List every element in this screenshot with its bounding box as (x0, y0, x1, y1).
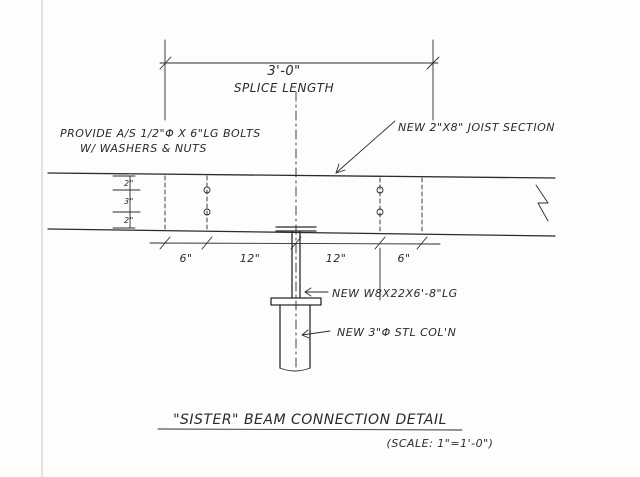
column-break (279, 367, 311, 372)
column-leader (301, 330, 331, 336)
title-block: "SISTER" BEAM CONNECTION DETAIL (SCALE: … (157, 412, 494, 450)
steel-column (270, 297, 322, 372)
bolt-right-top (376, 186, 384, 194)
horizontal-dim-2: 12" (240, 252, 261, 265)
beam-note: NEW W8X22X6'-8"LG (304, 287, 458, 300)
joist-leader-arrow (335, 163, 346, 174)
vertical-dim-2: 3" (124, 197, 134, 206)
bolts-note-line-2: W/ WASHERS & NUTS (80, 142, 207, 155)
bolt-right-bottom (376, 208, 384, 216)
scale-note: (SCALE: 1"=1'-0") (387, 437, 494, 450)
joist-note-text: NEW 2"X8" JOIST SECTION (398, 121, 555, 134)
h-tick-4 (374, 236, 386, 250)
cap-plate (270, 297, 322, 306)
steel-beam (275, 226, 317, 299)
h-tick-1 (159, 236, 171, 250)
splice-length-label: SPLICE LENGTH (234, 81, 334, 95)
bolt-left-bottom (203, 208, 211, 216)
joist-section (47, 172, 556, 237)
beam-leader-arrow (304, 287, 312, 297)
detail-title: "SISTER" BEAM CONNECTION DETAIL (173, 412, 447, 428)
splice-tick-left (159, 56, 172, 70)
splice-tick-right (426, 56, 440, 70)
joist-break-mark (535, 184, 549, 222)
column-note: NEW 3"Φ STL COL'N (301, 326, 456, 339)
vertical-dim-3: 2" (124, 216, 134, 225)
h-tick-5 (416, 236, 428, 250)
bolt-left-top (203, 186, 211, 194)
joist-leader (335, 120, 396, 174)
h-tick-2 (201, 236, 213, 250)
joist-top-edge (47, 172, 556, 179)
horizontal-dimension-chain: 6" 12" 12" 6" (149, 236, 441, 301)
horizontal-dim-1: 6" (179, 252, 192, 265)
bolt-group-right (376, 177, 423, 233)
column-leader-arrow (301, 329, 310, 339)
bolt-group-left (164, 175, 211, 231)
vertical-dim-1: 2" (124, 179, 134, 188)
title-underline (157, 428, 463, 431)
vertical-dimension-chain: 2" 3" 2" (112, 175, 141, 229)
splice-dimension-value: 3'-0" (267, 64, 300, 79)
splice-dimension: 3'-0" SPLICE LENGTH (159, 39, 440, 121)
horizontal-dim-4: 6" (397, 252, 410, 265)
horizontal-dim-3: 12" (326, 252, 347, 265)
bolts-note: PROVIDE A/S 1/2"Φ X 6"LG BOLTS W/ WASHER… (60, 127, 261, 155)
joist-note: NEW 2"X8" JOIST SECTION (335, 120, 555, 174)
h-tick-3 (290, 236, 302, 250)
bolts-note-line-1: PROVIDE A/S 1/2"Φ X 6"LG BOLTS (60, 127, 261, 140)
joist-bottom-edge (47, 228, 556, 237)
column-note-text: NEW 3"Φ STL COL'N (337, 326, 456, 339)
beam-note-text: NEW W8X22X6'-8"LG (332, 287, 458, 300)
